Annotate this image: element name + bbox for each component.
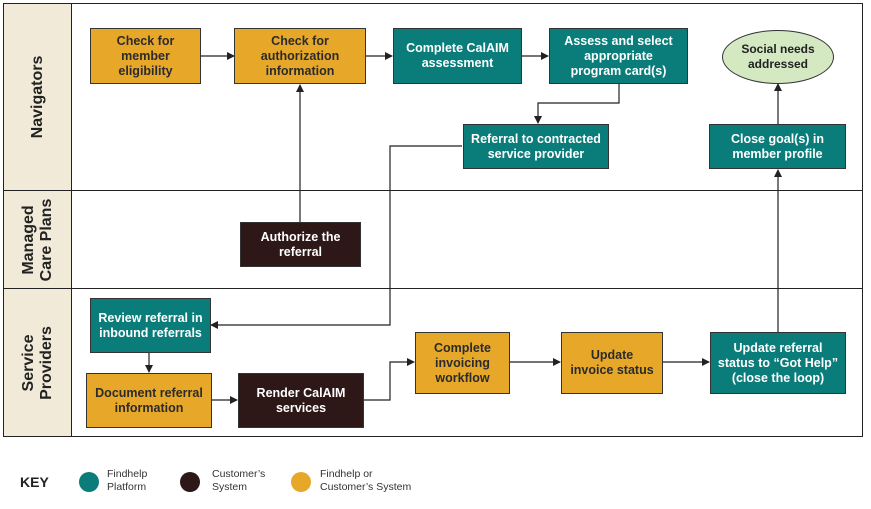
step-review-inbound-referral: Review referral in inbound referrals bbox=[90, 298, 211, 353]
lane-label-service-providers: Service Providers bbox=[4, 289, 72, 436]
step-select-program-cards: Assess and select appropriate program ca… bbox=[549, 28, 688, 84]
step-render-calaim-services: Render CalAIM services bbox=[238, 373, 364, 428]
step-authorize-referral: Authorize the referral bbox=[240, 222, 361, 267]
key-customer-label: Customer’s System bbox=[212, 468, 266, 493]
step-check-authorization-info: Check for authorization information bbox=[234, 28, 366, 84]
step-check-member-eligibility: Check for member eligibility bbox=[90, 28, 201, 84]
step-complete-invoicing-workflow: Complete invoicing workflow bbox=[415, 332, 510, 394]
arrow-program-to-referral bbox=[534, 84, 620, 124]
key-findhelp-swatch bbox=[79, 472, 99, 492]
key-either-swatch bbox=[291, 472, 311, 492]
lane-managed-care-plans: Managed Care Plans bbox=[3, 190, 863, 289]
step-update-invoice-status: Update invoice status bbox=[561, 332, 663, 394]
step-document-referral-info: Document referral information bbox=[86, 373, 212, 428]
arrow-referral-to-review bbox=[210, 145, 462, 329]
step-close-goals-member-profile: Close goal(s) in member profile bbox=[709, 124, 846, 169]
step-update-referral-status: Update referral status to “Got Help” (cl… bbox=[710, 332, 846, 394]
key-either-label: Findhelp or Customer’s System bbox=[320, 468, 412, 493]
key-title: KEY bbox=[20, 474, 49, 490]
lane-label-managed-care: Managed Care Plans bbox=[4, 191, 72, 288]
step-complete-calaim-assessment: Complete CalAIM assessment bbox=[393, 28, 522, 84]
lane-label-navigators: Navigators bbox=[4, 4, 72, 190]
key-findhelp-label: Findhelp Platform bbox=[107, 468, 148, 493]
goal-social-needs-addressed: Social needs addressed bbox=[722, 30, 834, 84]
key-customer-swatch bbox=[180, 472, 200, 492]
step-referral-to-contracted-provider: Referral to contracted service provider bbox=[463, 124, 609, 169]
arrow-render-to-invoicing bbox=[364, 358, 415, 401]
